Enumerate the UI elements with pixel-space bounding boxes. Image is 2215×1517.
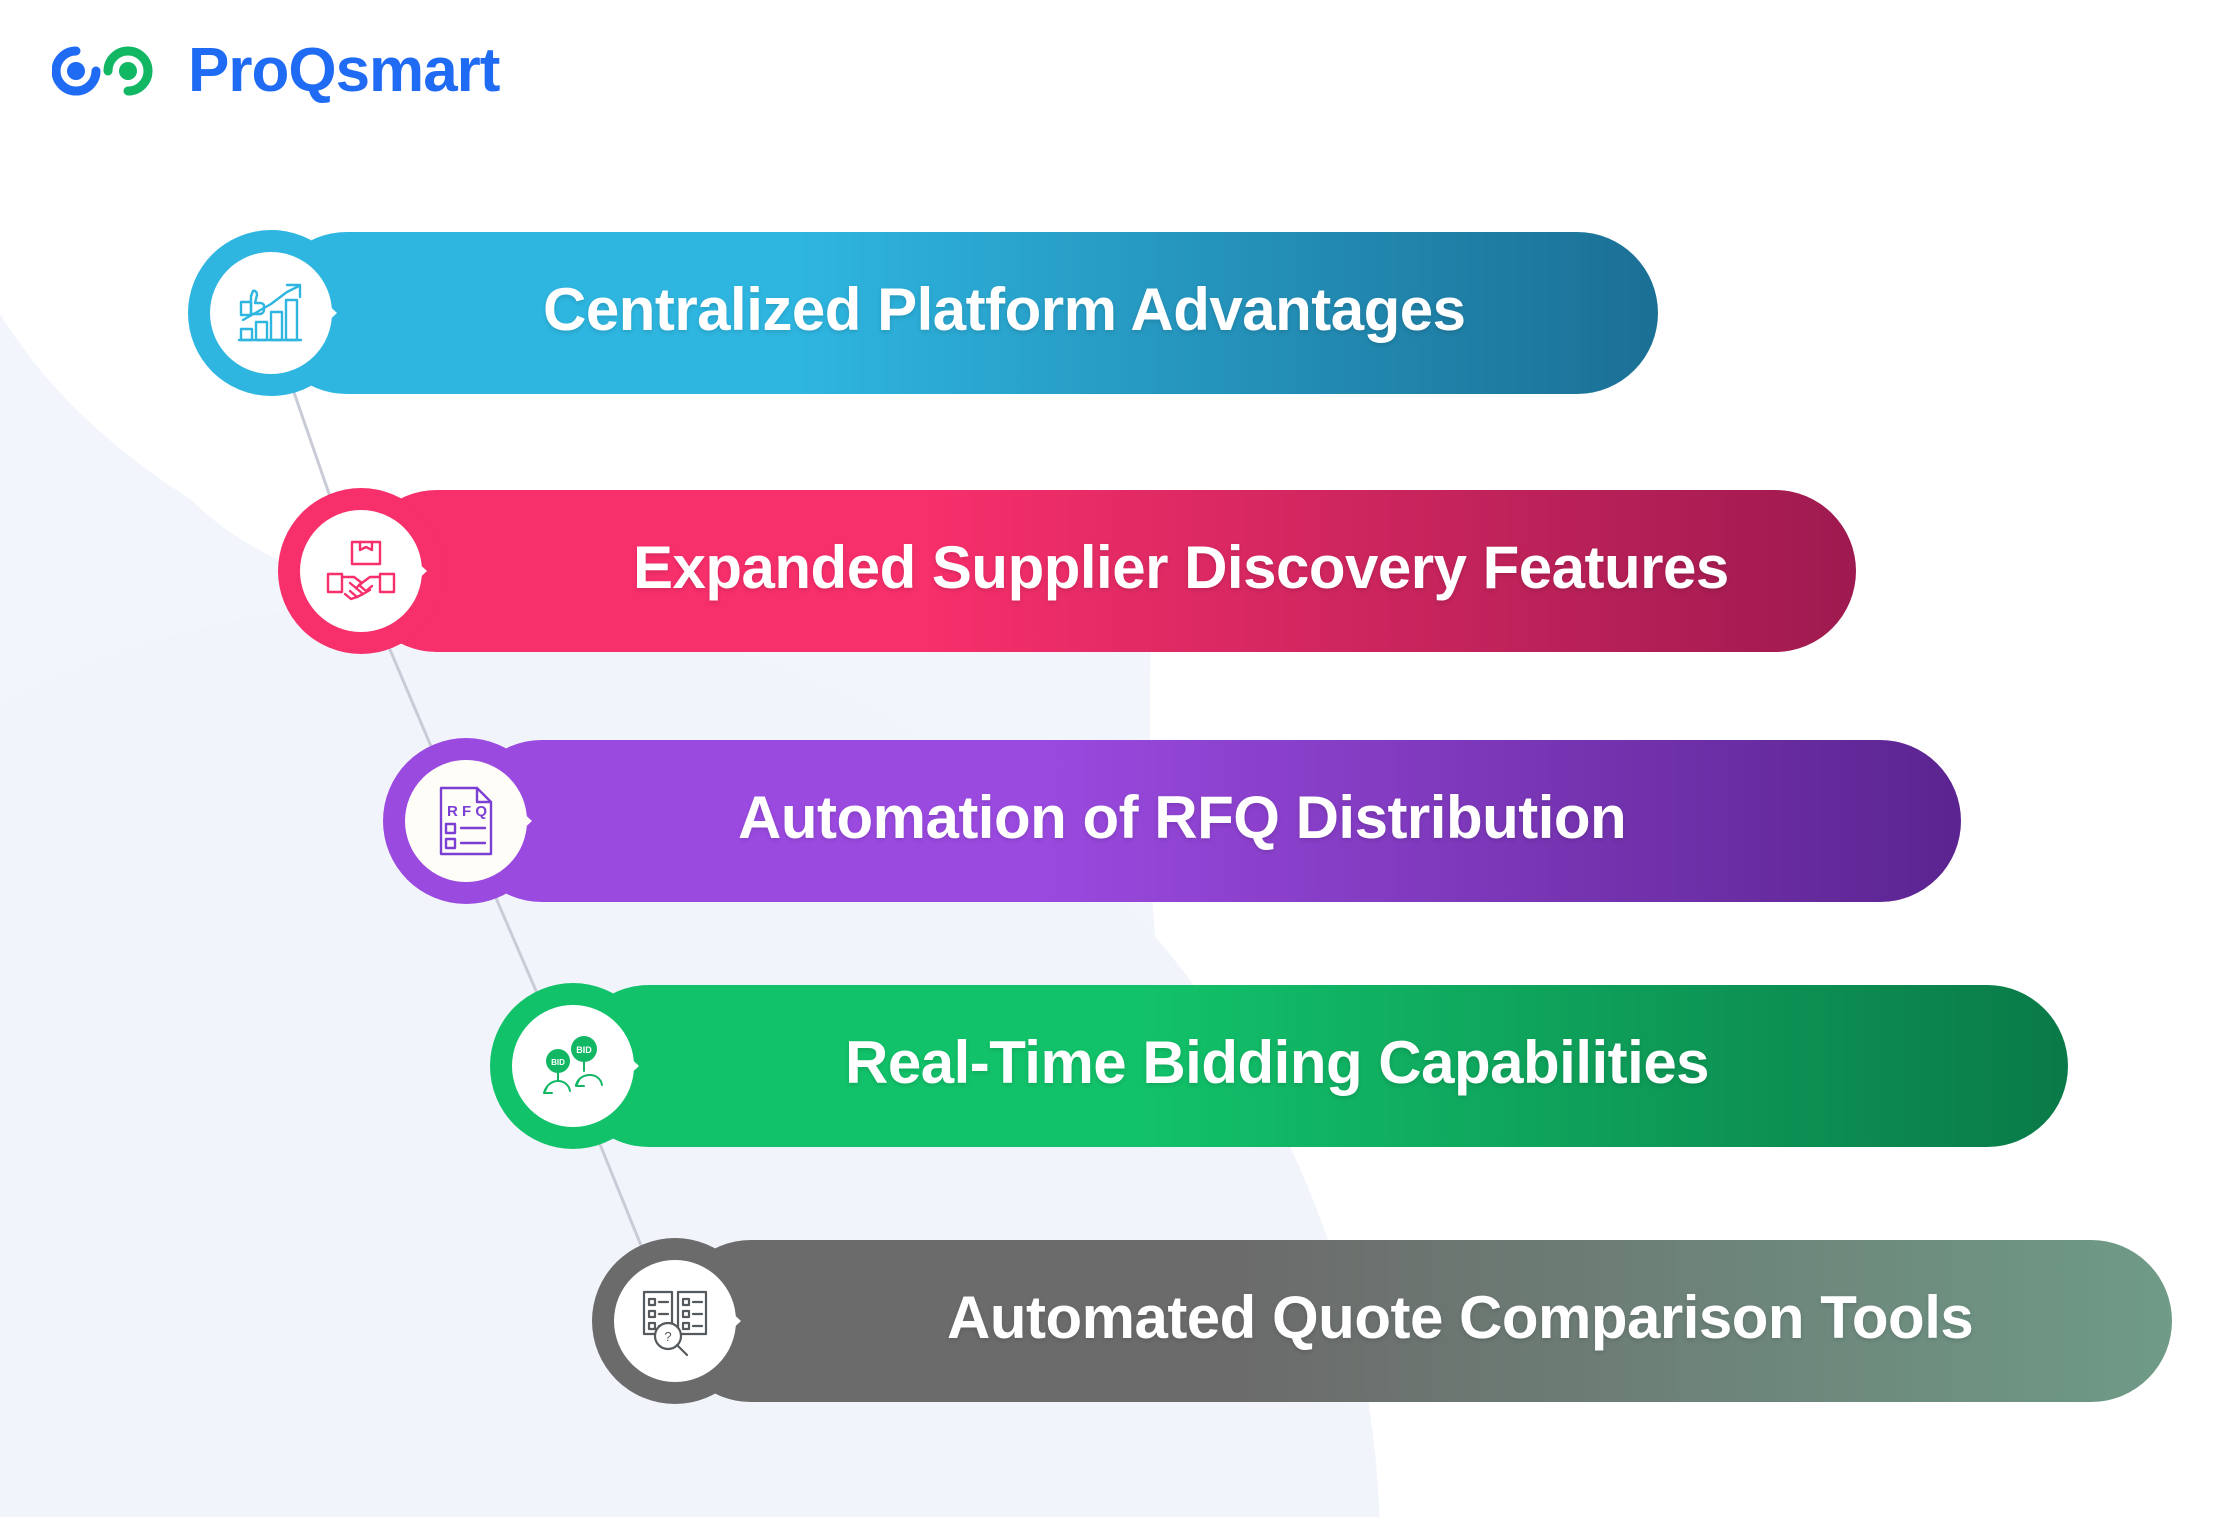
feature-label: Automation of RFQ Distribution <box>738 784 1627 851</box>
svg-text:BID: BID <box>576 1045 592 1055</box>
brand-logo[interactable]: ProQsmart <box>52 36 500 105</box>
dual-ring-logo-icon <box>52 46 153 96</box>
feature-badge[interactable]: R F Q <box>383 738 549 904</box>
feature-badge[interactable] <box>278 488 444 654</box>
feature-label: Automated Quote Comparison Tools <box>947 1284 1974 1351</box>
svg-text:?: ? <box>664 1329 671 1344</box>
quote-comparison-magnifier-icon: ? <box>642 1290 708 1357</box>
brand-name: ProQsmart <box>188 36 500 105</box>
svg-text:BID: BID <box>551 1058 565 1067</box>
feature-bar[interactable] <box>266 232 1658 394</box>
feature-bar[interactable] <box>461 740 1961 902</box>
feature-label: Expanded Supplier Discovery Features <box>633 534 1729 601</box>
handshake-package-icon <box>326 540 396 601</box>
growth-chart-thumbsup-icon <box>237 283 303 342</box>
rfq-document-checklist-icon: R F Q <box>439 786 493 856</box>
feature-label: Centralized Platform Advantages <box>543 276 1466 343</box>
feature-label: Real-Time Bidding Capabilities <box>845 1029 1710 1096</box>
feature-bar[interactable] <box>568 985 2068 1147</box>
feature-badge[interactable] <box>188 230 355 396</box>
bid-paddles-icon: BID BID <box>543 1036 603 1094</box>
feature-bar[interactable] <box>356 490 1856 652</box>
feature-bar[interactable] <box>670 1240 2172 1402</box>
feature-badge[interactable]: ? <box>592 1238 758 1404</box>
svg-text:R F Q: R F Q <box>447 803 487 820</box>
feature-badge[interactable]: BID BID <box>490 983 656 1149</box>
